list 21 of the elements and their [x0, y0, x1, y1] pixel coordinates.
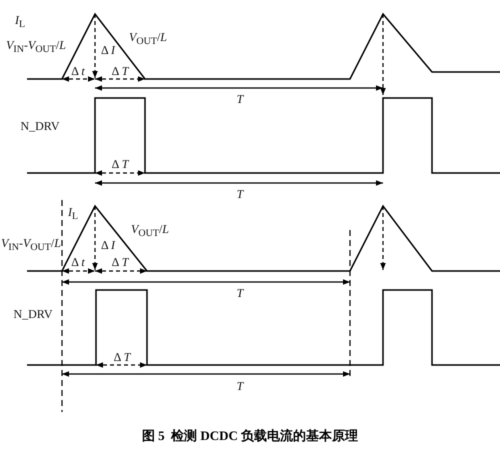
dimension-label: Δ I — [100, 44, 116, 56]
figure-caption: 图 5 检测 DCDC 负载电流的基本原理 — [140, 427, 360, 445]
slope-label: V$_{OUT}$/L — [129, 30, 167, 48]
signal-label: N_DRV — [13, 308, 53, 320]
dimension-label: Δ t — [70, 256, 86, 268]
dimension-label: Δ T — [110, 65, 130, 77]
signal-label: N_DRV — [20, 120, 60, 132]
period-label: T — [236, 188, 244, 200]
slope-label: V$_{IN}$-V$_{OUT}$/L — [1, 236, 61, 254]
dimension-label: Δ I — [100, 239, 116, 251]
signal-label: I$_{L}$ — [68, 206, 78, 222]
signal-label: I$_{L}$ — [14, 14, 26, 30]
dimension-label: Δ T — [110, 256, 130, 268]
slope-label: V$_{IN}$-V$_{OUT}$/L — [6, 38, 66, 56]
period-label: T — [236, 380, 244, 392]
dimension-label: Δ T — [110, 158, 130, 170]
slope-label: V$_{OUT}$/L — [131, 222, 169, 240]
dimension-label: Δ T — [112, 351, 132, 363]
period-label: T — [236, 93, 244, 105]
period-label: T — [236, 287, 244, 299]
dimension-label: Δ t — [70, 65, 86, 77]
